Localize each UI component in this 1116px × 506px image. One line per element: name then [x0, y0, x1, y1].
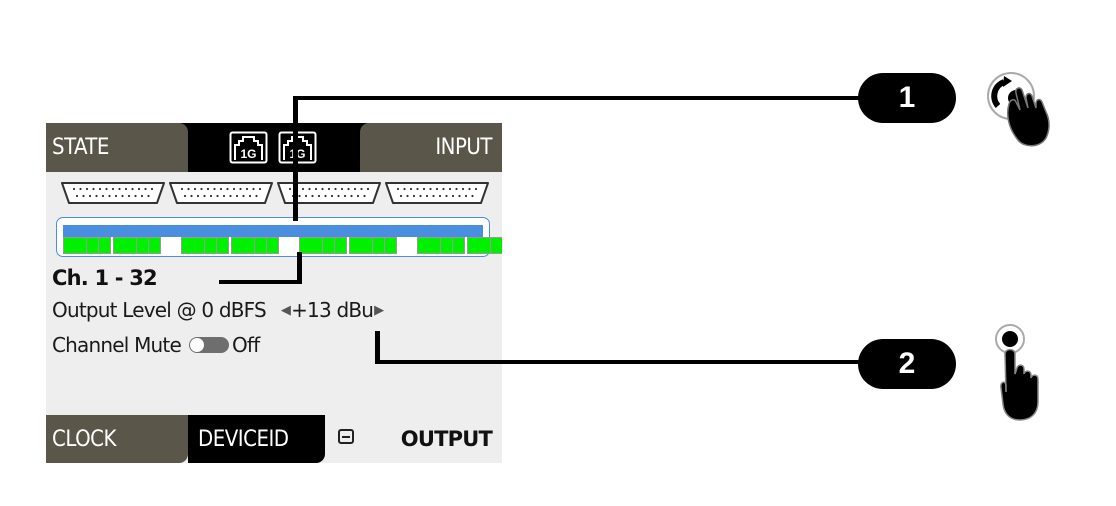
- callout-1-line: [219, 280, 302, 284]
- channel-meter[interactable]: [56, 217, 502, 257]
- meter-channel-cell: [193, 237, 205, 254]
- connector-row: [60, 181, 490, 205]
- footer-bar: CLOCK DEVICEID OUTPUT: [46, 415, 502, 463]
- channel-mute-state: Off: [231, 333, 260, 357]
- meter-channel-cell: [361, 237, 373, 254]
- callout-1-line: [293, 97, 298, 221]
- meter-channel-cell: [373, 237, 385, 254]
- tab-clock[interactable]: CLOCK: [46, 415, 188, 463]
- db25-connector-icon[interactable]: [276, 181, 382, 205]
- meter-channel-cell: [267, 237, 279, 254]
- callout-2-number: 2: [898, 347, 916, 380]
- output-level-label: Output Level @ 0 dBFS: [52, 298, 267, 322]
- channel-mute-row: Channel Mute Off: [52, 333, 260, 357]
- callout-1-line: [293, 96, 863, 100]
- meter-channel-cell: [87, 237, 99, 254]
- meter-channel-cell: [323, 237, 335, 254]
- meter-channel-cell: [75, 237, 87, 254]
- ethernet-port-icon: 1G: [229, 131, 268, 164]
- meter-channel-cell: [205, 237, 217, 254]
- meter-channel-cell: [217, 237, 229, 254]
- callout-1-number: 1: [898, 81, 916, 114]
- callout-2-line: [375, 331, 380, 364]
- channel-mute-label: Channel Mute: [52, 333, 182, 357]
- device-screen: STATE 1G 1G INPUT: [46, 123, 502, 463]
- meter-channel-cell: [311, 237, 323, 254]
- channel-mute-toggle[interactable]: [188, 337, 229, 353]
- tab-clock-label: CLOCK: [52, 426, 116, 452]
- meter-selection-bar: [63, 225, 483, 237]
- tab-state[interactable]: STATE: [46, 123, 188, 172]
- header-bar: STATE 1G 1G INPUT: [46, 123, 502, 172]
- callout-1-badge: 1: [858, 73, 956, 123]
- db25-connector-icon[interactable]: [168, 181, 274, 205]
- tab-deviceid[interactable]: DEVICEID: [188, 415, 325, 463]
- tab-input-label: INPUT: [435, 135, 492, 160]
- meter-channel-cell: [149, 237, 161, 254]
- meter-channel-cell: [479, 237, 491, 254]
- db25-connector-icon[interactable]: [384, 181, 490, 205]
- meter-channel-cell: [137, 237, 149, 254]
- callout-1-line: [297, 252, 302, 284]
- rotate-knob-icon: [987, 72, 1050, 147]
- meter-cells: [63, 237, 502, 254]
- left-arrow-icon[interactable]: ◀: [280, 302, 291, 318]
- output-level-value: +13 dBu: [291, 298, 374, 322]
- minus-box-icon[interactable]: [338, 429, 354, 444]
- right-arrow-icon[interactable]: ▶: [374, 302, 384, 318]
- meter-channel-cell: [243, 237, 255, 254]
- output-level-row: Output Level @ 0 dBFS ◀ +13 dBu ▶: [52, 298, 384, 322]
- tab-input[interactable]: INPUT: [360, 123, 502, 172]
- meter-channel-cell: [255, 237, 267, 254]
- output-level-value-selector[interactable]: ◀ +13 dBu ▶: [280, 298, 384, 322]
- tab-output-label: OUTPUT: [400, 427, 493, 451]
- meter-channel-cell: [453, 237, 465, 254]
- tab-output[interactable]: OUTPUT: [376, 415, 493, 463]
- channel-range-label: Ch. 1 - 32: [52, 266, 158, 290]
- tab-state-label: STATE: [52, 135, 109, 160]
- tap-icon: [995, 324, 1039, 421]
- svg-text:1G: 1G: [240, 147, 256, 161]
- callout-2-badge: 2: [858, 339, 956, 389]
- meter-channel-cell: [441, 237, 453, 254]
- meter-channel-cell: [335, 237, 347, 254]
- meter-channel-cell: [491, 237, 502, 254]
- tab-deviceid-label: DEVICEID: [198, 426, 289, 452]
- meter-channel-cell: [385, 237, 397, 254]
- meter-channel-cell: [99, 237, 111, 254]
- toggle-knob: [189, 338, 204, 352]
- callout-2-line: [375, 360, 863, 364]
- db25-connector-icon[interactable]: [60, 181, 166, 205]
- meter-channel-cell: [125, 237, 137, 254]
- meter-channel-cell: [429, 237, 441, 254]
